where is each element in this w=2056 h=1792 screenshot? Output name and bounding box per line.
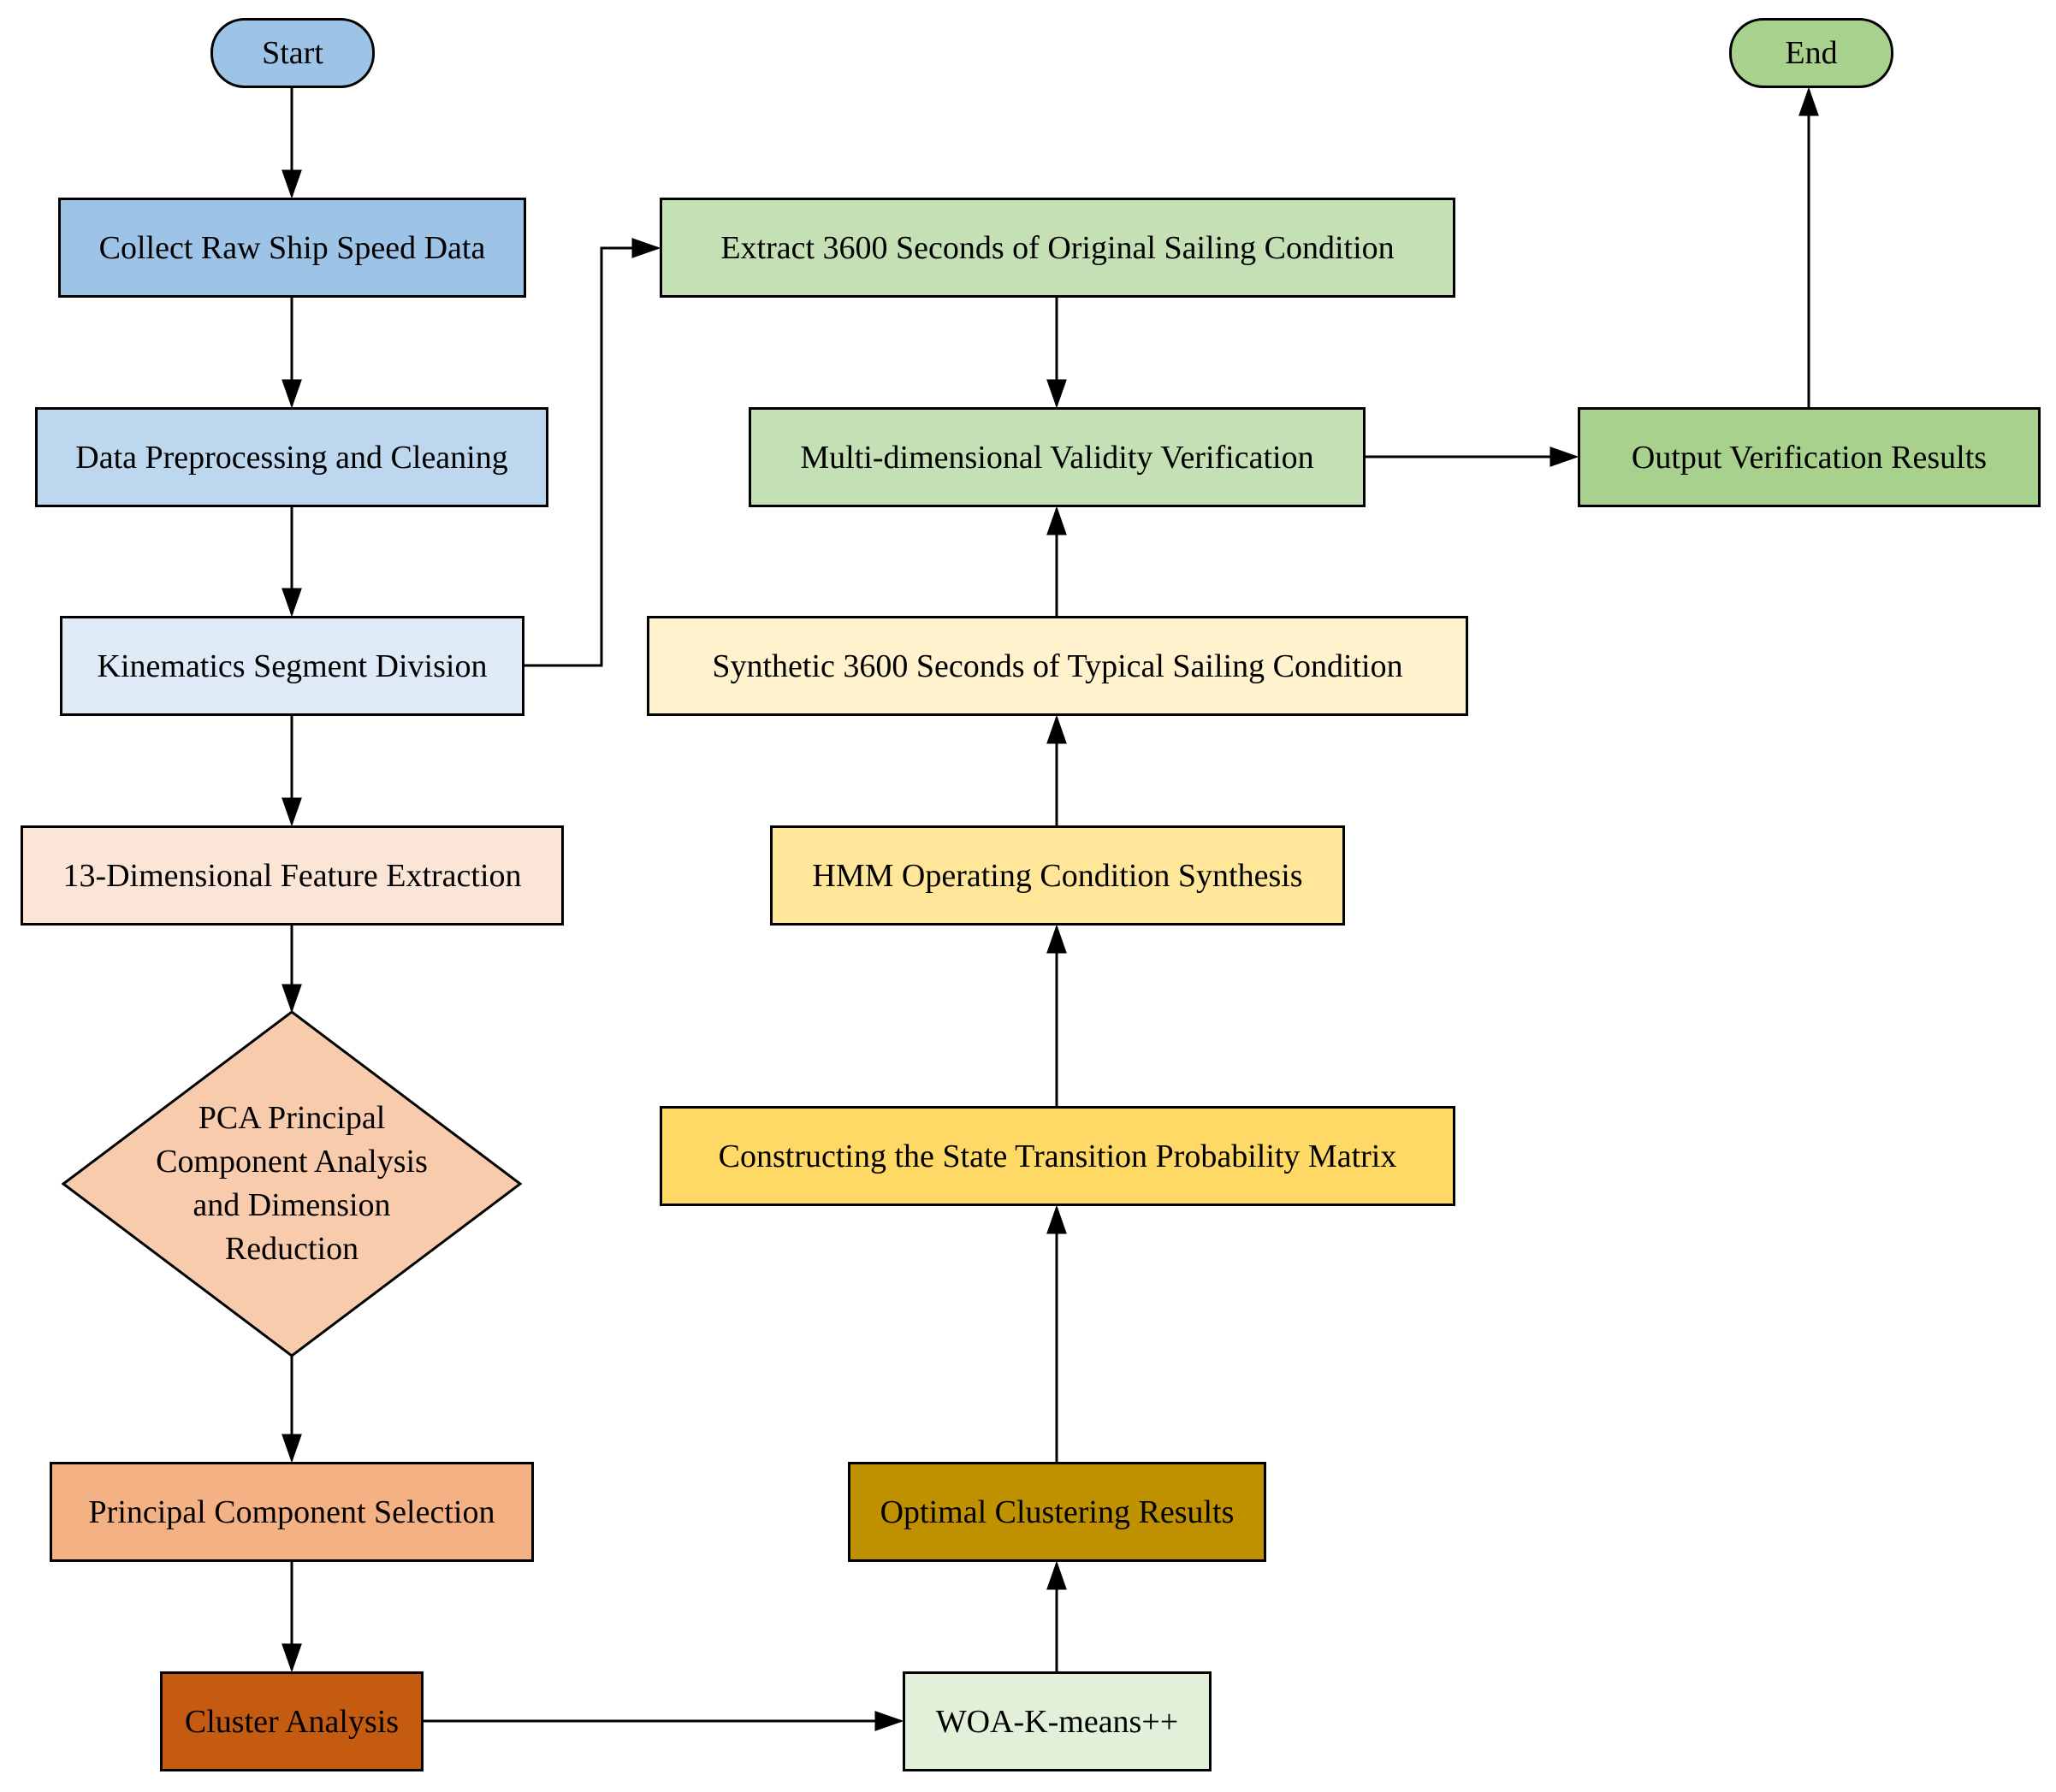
pca-line-2: Component Analysis — [156, 1144, 428, 1180]
pca-diamond-label: PCA Principal Component Analysis and Dim… — [112, 1097, 471, 1271]
collect-data-box: Collect Raw Ship Speed Data — [58, 198, 526, 298]
pca-line-1: PCA Principal — [198, 1100, 386, 1136]
extract-condition-label: Extract 3600 Seconds of Original Sailing… — [720, 229, 1395, 266]
collect-data-label: Collect Raw Ship Speed Data — [98, 229, 486, 266]
feature-extraction-label: 13-Dimensional Feature Extraction — [62, 857, 522, 894]
principal-selection-box: Principal Component Selection — [50, 1462, 534, 1562]
start-terminal: Start — [210, 18, 375, 88]
kinematics-label: Kinematics Segment Division — [97, 648, 488, 684]
principal-selection-label: Principal Component Selection — [88, 1493, 495, 1530]
validity-verification-label: Multi-dimensional Validity Verification — [800, 439, 1314, 476]
end-label: End — [1785, 35, 1838, 71]
pca-line-3: and Dimension — [193, 1187, 391, 1223]
output-results-box: Output Verification Results — [1578, 407, 2041, 507]
synthetic-condition-label: Synthetic 3600 Seconds of Typical Sailin… — [712, 648, 1403, 684]
cluster-analysis-box: Cluster Analysis — [160, 1671, 424, 1771]
woa-kmeans-box: WOA-K-means++ — [903, 1671, 1212, 1771]
output-results-label: Output Verification Results — [1631, 439, 1988, 476]
start-label: Start — [262, 35, 323, 71]
arrow-kinematics-to-extract — [524, 238, 661, 667]
preprocess-box: Data Preprocessing and Cleaning — [35, 407, 548, 507]
pca-line-4: Reduction — [224, 1231, 359, 1267]
transition-matrix-label: Constructing the State Transition Probab… — [718, 1138, 1397, 1174]
woa-kmeans-label: WOA-K-means++ — [935, 1703, 1179, 1740]
transition-matrix-box: Constructing the State Transition Probab… — [660, 1106, 1455, 1206]
feature-extraction-box: 13-Dimensional Feature Extraction — [21, 825, 564, 926]
cluster-analysis-label: Cluster Analysis — [184, 1703, 400, 1740]
synthetic-condition-box: Synthetic 3600 Seconds of Typical Sailin… — [647, 616, 1468, 716]
validity-verification-box: Multi-dimensional Validity Verification — [749, 407, 1366, 507]
kinematics-box: Kinematics Segment Division — [60, 616, 524, 716]
hmm-synthesis-box: HMM Operating Condition Synthesis — [770, 825, 1345, 926]
extract-condition-box: Extract 3600 Seconds of Original Sailing… — [660, 198, 1455, 298]
optimal-clustering-box: Optimal Clustering Results — [848, 1462, 1266, 1562]
optimal-clustering-label: Optimal Clustering Results — [880, 1493, 1235, 1530]
end-terminal: End — [1729, 18, 1893, 88]
hmm-synthesis-label: HMM Operating Condition Synthesis — [812, 857, 1303, 894]
preprocess-label: Data Preprocessing and Cleaning — [75, 439, 508, 476]
